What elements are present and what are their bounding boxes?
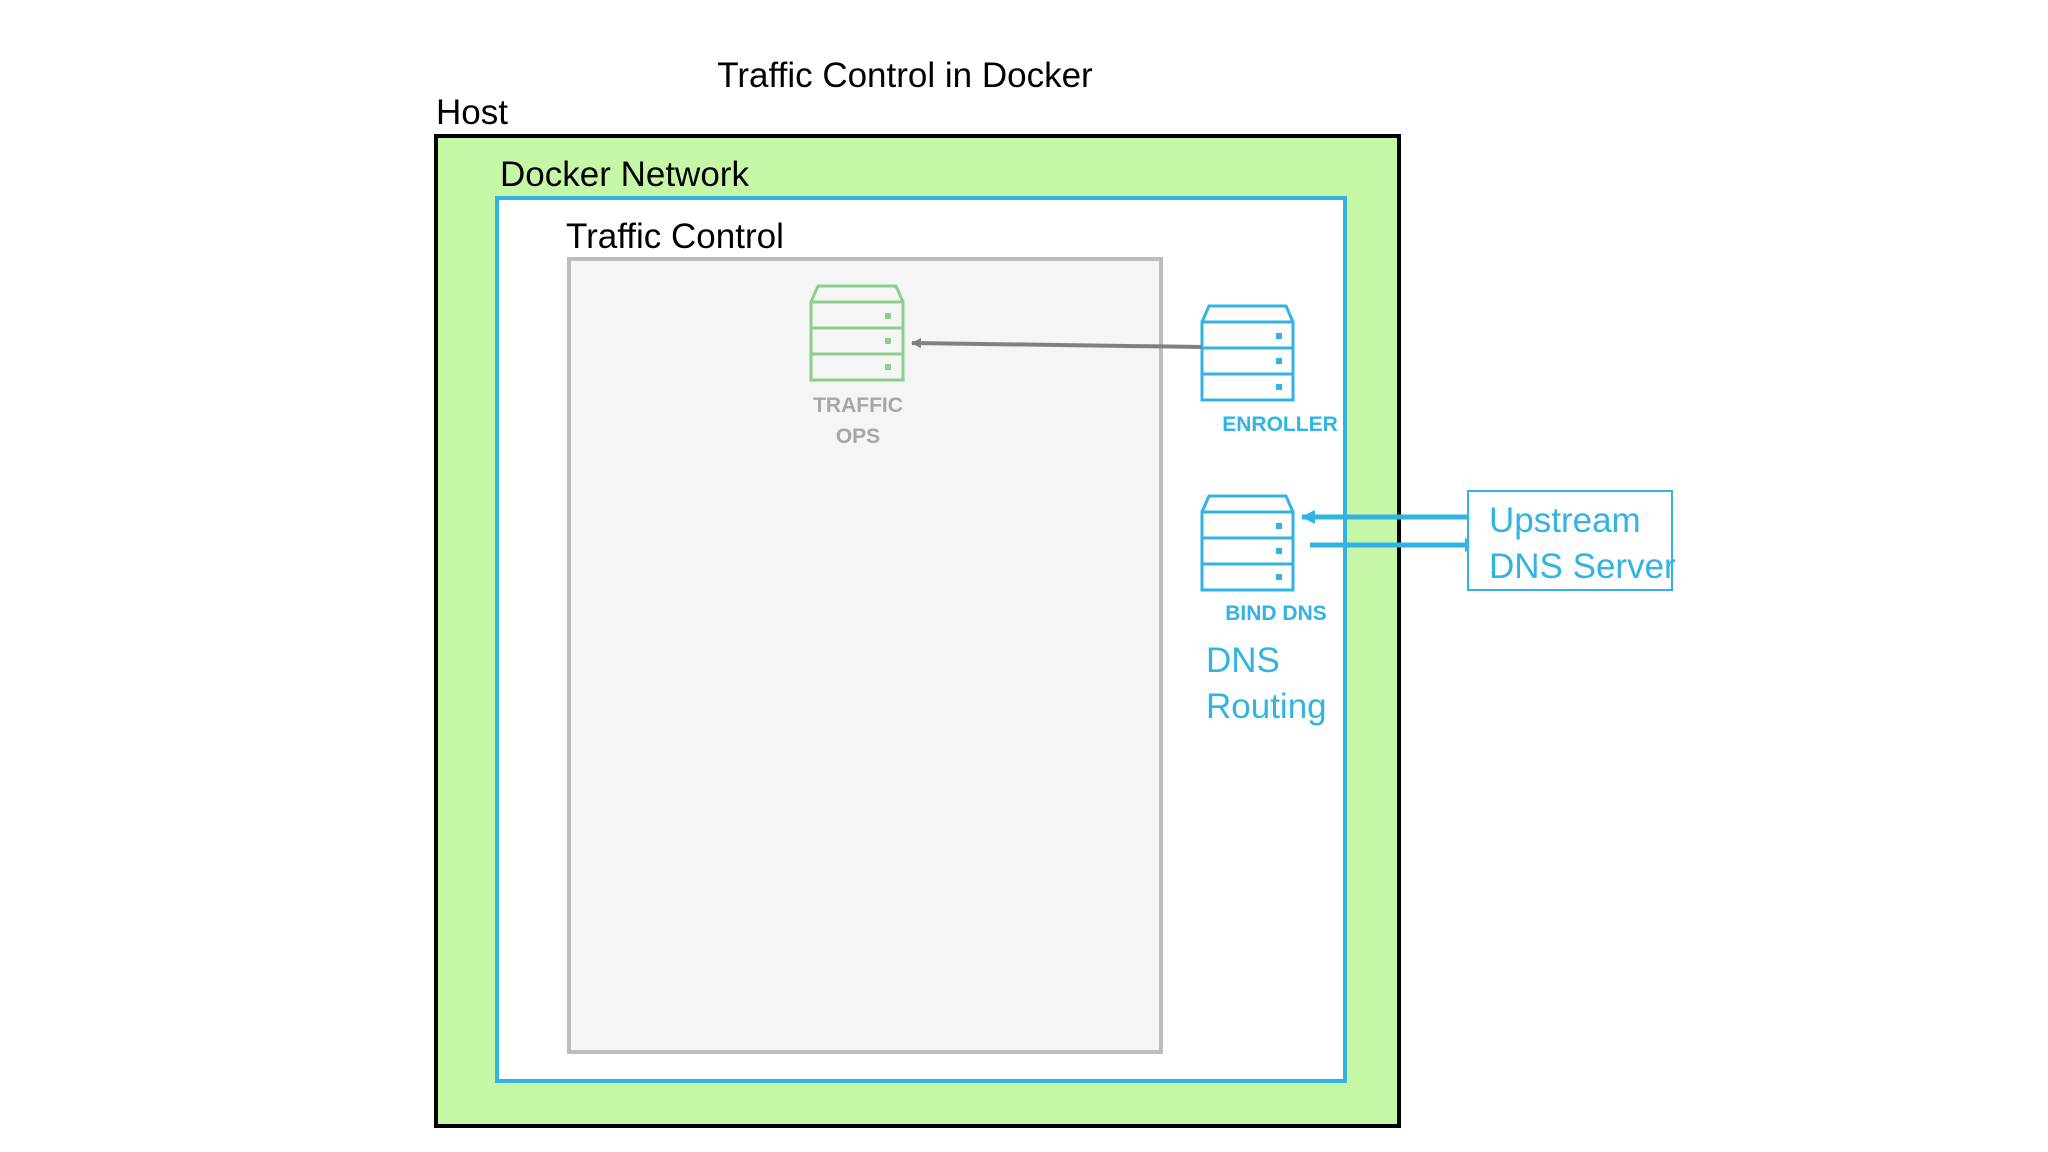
enroller-label: ENROLLER xyxy=(1222,413,1338,436)
bind-dns-label: BIND DNS xyxy=(1225,602,1327,625)
traffic-control-box xyxy=(567,257,1163,1054)
upstream-line2: DNS Server xyxy=(1489,547,1676,586)
dns-routing-line2: Routing xyxy=(1206,687,1327,726)
host-label: Host xyxy=(436,93,508,132)
traffic-ops-server-icon xyxy=(809,284,905,382)
dns-routing-label: DNS Routing xyxy=(1206,638,1327,730)
docker-network-label: Docker Network xyxy=(500,155,749,194)
traffic-ops-label-line1: TRAFFIC xyxy=(813,394,903,417)
diagram-title: Traffic Control in Docker xyxy=(717,56,1093,95)
traffic-ops-label-line2: OPS xyxy=(835,425,881,448)
upstream-line1: Upstream xyxy=(1489,501,1641,540)
enroller-to-traffic-ops-arrow xyxy=(911,338,1203,349)
traffic-ops-label: TRAFFIC OPS xyxy=(797,390,919,452)
enroller-server-icon xyxy=(1200,304,1295,402)
traffic-control-label: Traffic Control xyxy=(566,217,784,256)
upstream-dns-server-box: Upstream DNS Server xyxy=(1467,490,1676,591)
bind-dns-server-icon xyxy=(1200,494,1295,592)
dns-routing-line1: DNS xyxy=(1206,641,1280,680)
